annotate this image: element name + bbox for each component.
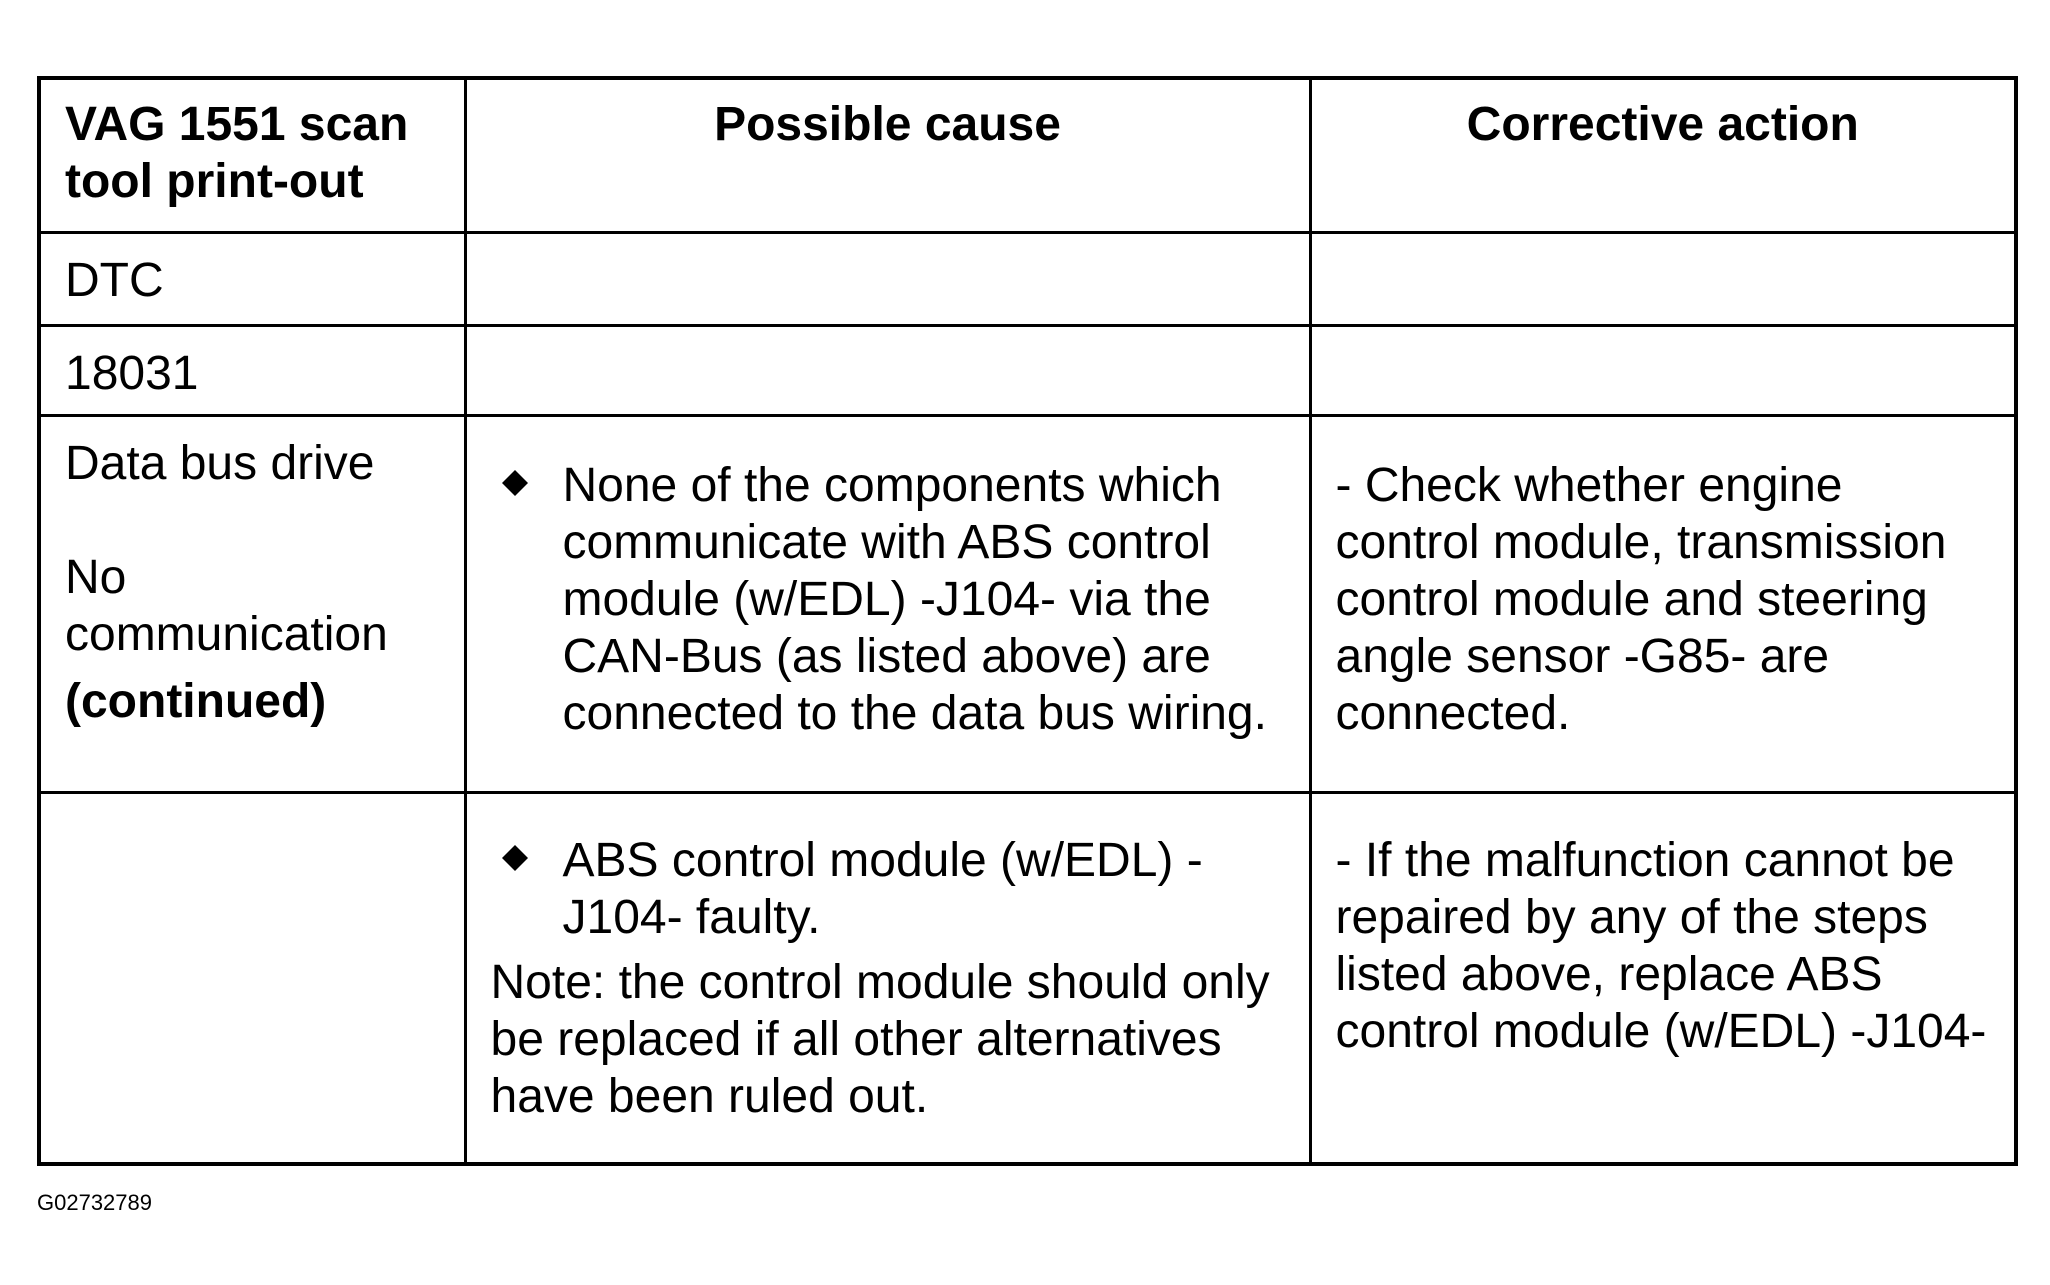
code-empty-cause-cell [463,323,1312,417]
dtc-code-cell: 18031 [37,323,467,417]
corrective-action-cell: - If the malfunction cannot be repaired … [1308,790,2018,1166]
dtc-code: 18031 [65,346,199,400]
spacer [65,663,440,673]
diamond-bullet-icon [501,469,528,496]
spacer [65,492,440,549]
header-possible-cause-text: Possible cause [714,98,1061,151]
cause-bullet-item: None of the components which communicate… [491,457,1285,742]
header-corrective-action-text: Corrective action [1466,98,1859,151]
fault-name: Data bus drive [65,436,375,490]
fault-description-cell: Data bus drive No communication (continu… [37,413,467,794]
possible-cause-cell: ABS control module (w/EDL) -J104- faulty… [463,790,1312,1166]
empty-description-cell [37,790,467,1166]
possible-cause-cell: None of the components which communicate… [463,413,1312,794]
dtc-label: DTC [65,253,164,307]
continued-label: (continued) [65,674,327,728]
table-row: ABS control module (w/EDL) -J104- faulty… [37,790,2018,1166]
header-possible-cause: Possible cause [463,76,1312,234]
note-text: Note: the control module should only be … [490,955,1270,1123]
header-scan-tool-printout-text: VAG 1551 scan tool print-out [65,98,409,208]
cause-text: ABS control module (w/EDL) -J104- faulty… [562,833,1203,944]
fault-status: No communication [65,550,388,661]
cause-bullet-item: ABS control module (w/EDL) -J104- faulty… [491,832,1285,946]
dtc-label-row: DTC [37,230,2018,327]
header-scan-tool-printout: VAG 1551 scan tool print-out [37,76,467,234]
cause-text: None of the components which communicate… [562,458,1267,740]
action-text: - Check whether engine control module, t… [1335,458,1947,740]
table-row: Data bus drive No communication (continu… [37,413,2018,794]
code-empty-action-cell [1308,323,2018,417]
dtc-empty-cause-cell [463,230,1312,327]
header-row: VAG 1551 scan tool print-out Possible ca… [37,76,2018,234]
diamond-bullet-icon [501,844,528,871]
dtc-code-row: 18031 [37,323,2018,417]
dtc-label-cell: DTC [37,230,467,327]
action-text: - If the malfunction cannot be repaired … [1335,833,1987,1058]
figure-id: G02732789 [37,1190,152,1215]
dtc-empty-action-cell [1308,230,2018,327]
diagnostic-table: VAG 1551 scan tool print-out Possible ca… [37,76,2018,1166]
corrective-action-cell: - Check whether engine control module, t… [1308,413,2018,794]
header-corrective-action: Corrective action [1308,76,2018,234]
